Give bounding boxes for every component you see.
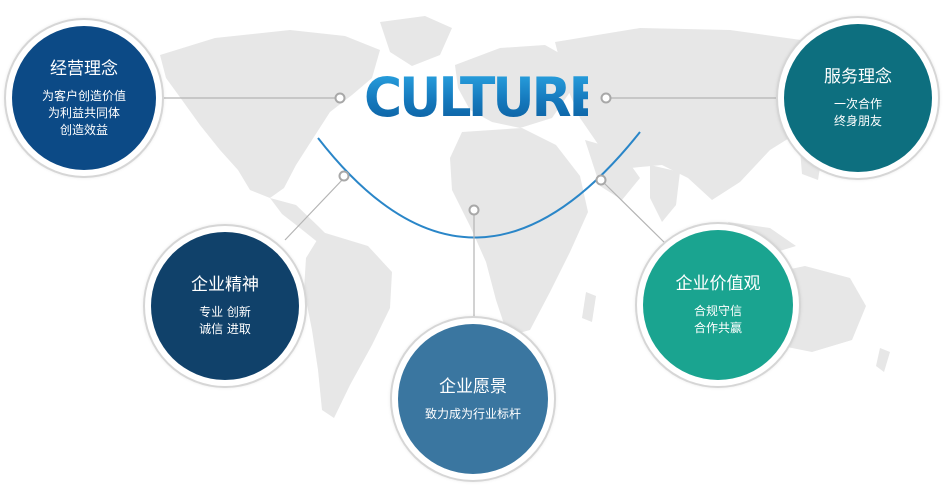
connector-spirit: [284, 177, 345, 241]
management-line-1: 为客户创造价值: [41, 88, 126, 103]
culture-title: CULTURE: [364, 66, 604, 130]
management-heading: 经营理念: [50, 58, 118, 79]
dot-management: [334, 92, 346, 104]
values-heading: 企业价值观: [675, 274, 761, 294]
management-line-3: 创造效益: [59, 122, 108, 137]
dot-spirit: [338, 170, 350, 182]
connector-dots: [334, 92, 612, 216]
dot-values: [595, 174, 607, 186]
values-circle: 企业价值观 合规守信 合作共赢: [643, 230, 793, 380]
values-line-1: 合规守信: [693, 304, 742, 318]
service-circle: 服务理念 一次合作 终身朋友: [784, 24, 932, 172]
vision-circle: 企业愿景 致力成为行业标杆: [398, 324, 548, 474]
spirit-circle: 企业精神 专业 创新 诚信 进取: [151, 232, 299, 380]
spirit-heading: 企业精神: [191, 275, 259, 295]
vision-line-1: 致力成为行业标杆: [424, 406, 521, 421]
dot-service: [600, 92, 612, 104]
connector-values: [600, 179, 669, 247]
service-line-1: 一次合作: [833, 97, 882, 111]
dot-vision: [468, 204, 480, 216]
service-line-2: 终身朋友: [833, 114, 882, 128]
spirit-line-2: 诚信 进取: [199, 322, 251, 336]
title-arc: [317, 131, 641, 239]
management-line-2: 为利益共同体: [47, 105, 120, 120]
service-heading: 服务理念: [824, 67, 892, 87]
spirit-line-1: 专业 创新: [199, 305, 251, 319]
management-circle: 经营理念 为客户创造价值 为利益共同体 创造效益: [12, 26, 156, 170]
values-line-2: 合作共赢: [693, 321, 742, 335]
connector-lines: [164, 97, 780, 328]
vision-heading: 企业愿景: [439, 376, 507, 397]
